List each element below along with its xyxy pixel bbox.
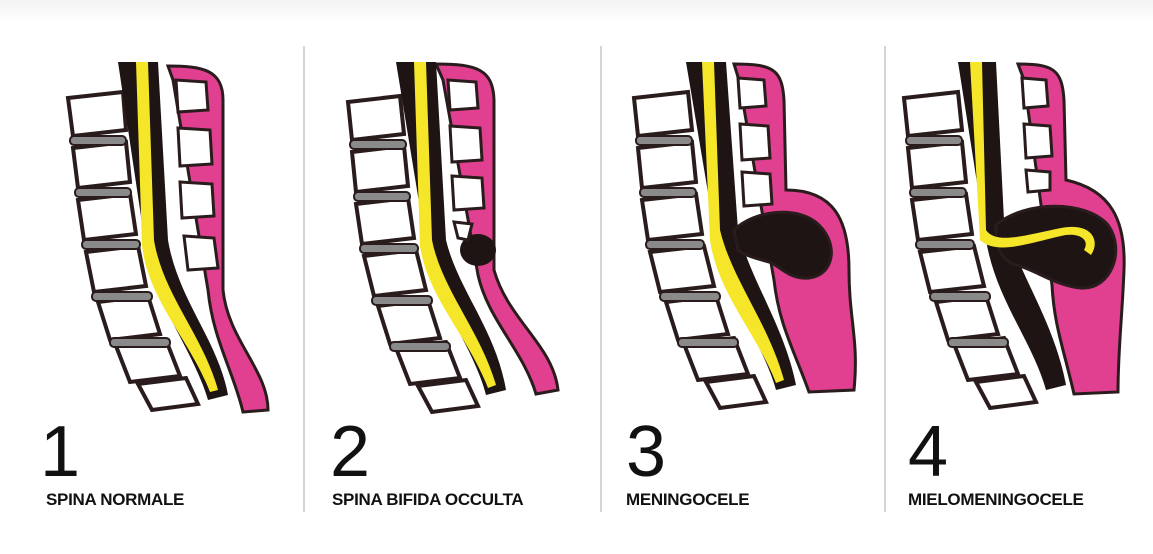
panel-label: SPINA NORMALE [46, 490, 184, 510]
panel-spina-bifida-occulta: 2 SPINA BIFIDA OCCULTA [308, 40, 594, 520]
panel-label: SPINA BIFIDA OCCULTA [332, 490, 523, 510]
spine-normal-illustration [18, 40, 304, 420]
panel-label: MIELOMENINGOCELE [908, 490, 1084, 510]
panel-mielomeningocele: 4 MIELOMENINGOCELE [886, 40, 1153, 520]
panel-number: 3 [626, 416, 664, 488]
meningocele-illustration [604, 40, 890, 420]
panel-divider [600, 46, 602, 512]
panel-number: 1 [40, 416, 78, 488]
panel-number: 4 [908, 416, 946, 488]
panel-meningocele: 3 MENINGOCELE [604, 40, 890, 520]
panel-label: MENINGOCELE [626, 490, 749, 510]
mielomeningocele-illustration [886, 40, 1153, 420]
panel-spina-normale: 1 SPINA NORMALE [18, 40, 304, 520]
panel-divider [303, 46, 305, 512]
panel-number: 2 [330, 416, 368, 488]
spina-bifida-occulta-illustration [308, 40, 594, 420]
